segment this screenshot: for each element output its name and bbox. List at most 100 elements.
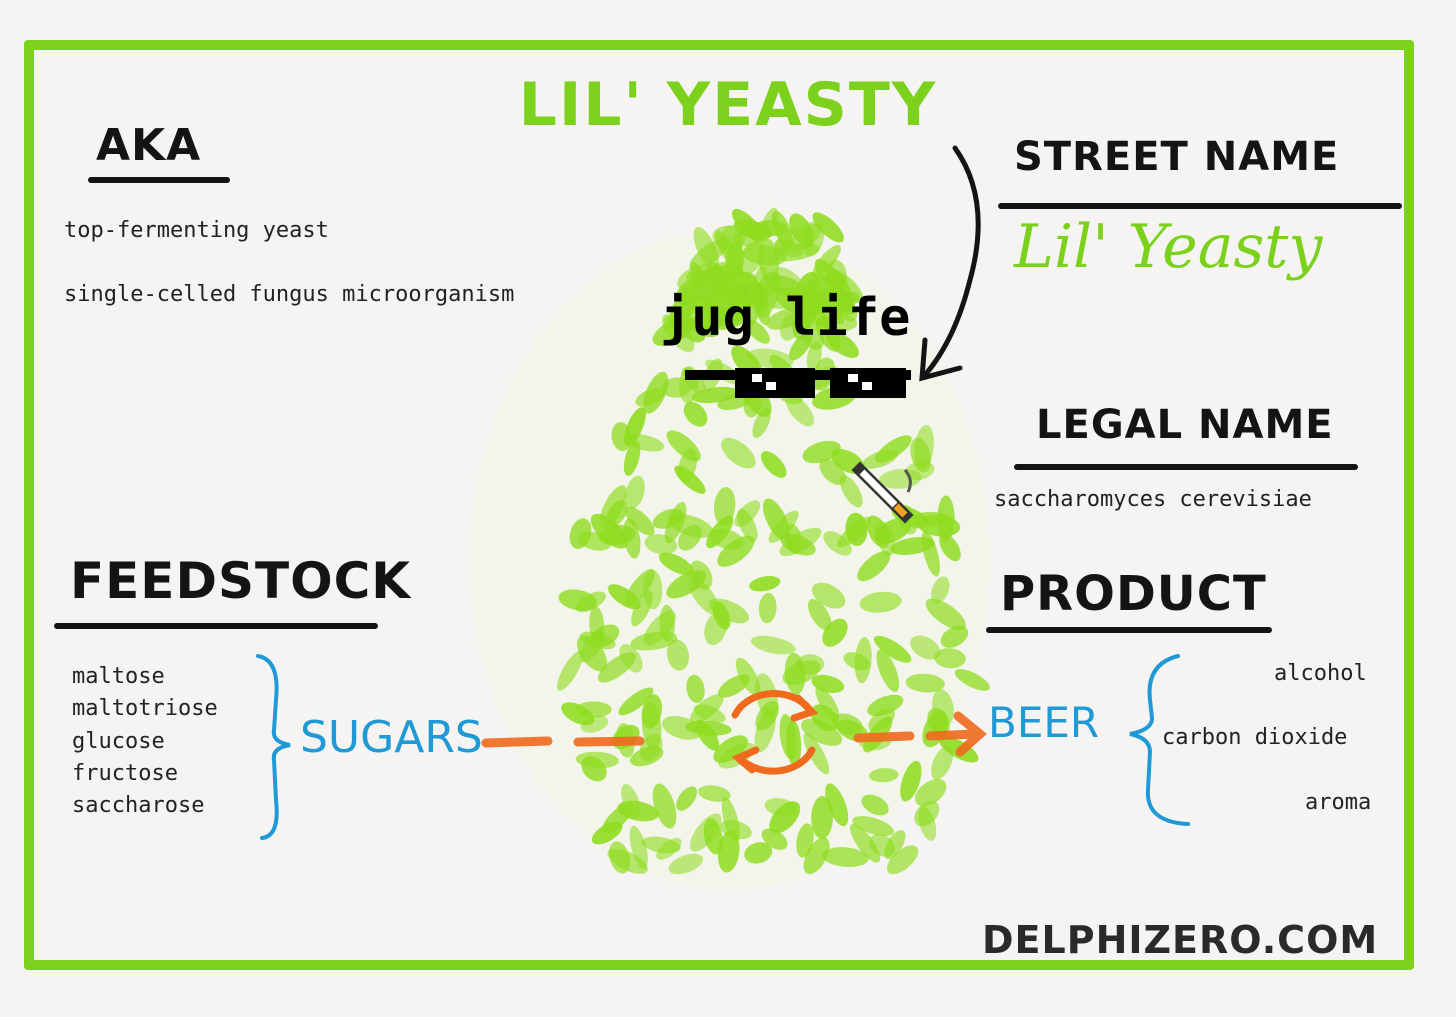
yeast-cell [939,533,961,562]
yeast-cell [689,813,722,852]
yeast-cell [890,536,935,556]
yeast-cell [629,825,648,870]
yeast-cell [931,745,954,780]
yeast-cell [934,648,966,669]
yeast-cell [558,589,597,611]
yeast-cell [749,576,781,592]
yeast-cell [685,720,732,736]
yeast-cell [666,570,706,599]
yeast-cell [803,837,830,875]
yeast-cell [658,552,694,576]
yeast-cell [569,518,592,549]
yeast-cell [954,669,990,691]
aka-item: top-fermenting yeast [64,218,329,243]
yeast-cell [678,448,697,483]
product-brace [1129,654,1190,826]
yeast-cell [769,801,801,834]
aka-item: single-celled fungus microorganism [64,282,515,307]
yeast-cell [801,718,843,747]
card-frame [24,40,1414,970]
yeast-cell [623,440,641,476]
yeast-cell [768,510,799,543]
yeast-cell [557,650,584,691]
product-heading: PRODUCT [1000,566,1267,622]
jug-life-caption: jug life [660,288,911,348]
yeast-cell [590,513,629,549]
yeast-cell [831,713,863,735]
yeast-cell [732,208,764,242]
yeast-cell [825,330,859,358]
yeast-cell [857,550,891,582]
yeast-cell [641,836,681,854]
yeast-cell [900,760,922,802]
product-underline [986,627,1272,633]
yeast-cell [577,635,608,672]
product-item: alcohol [1274,661,1367,686]
product-item: aroma [1305,790,1372,815]
yeast-cell [868,768,899,783]
yeast-cell [914,778,947,807]
yeast-cell [744,842,773,864]
legal-name-underline [1014,464,1358,470]
yeast-cell [631,590,653,627]
yeast-cell [706,291,727,327]
yeast-cell [825,783,849,827]
yeast-cell [709,528,744,550]
yeast-cell [822,847,869,868]
yeast-cell [854,636,872,684]
yeast-cell [931,576,950,604]
yeast-cell [911,511,953,527]
yeast-cell [575,751,619,769]
yeast-cell [873,635,912,663]
yeast-cell [849,823,881,863]
yeast-cell [925,598,966,631]
street-name-underline [998,203,1402,209]
yeast-cell [852,816,895,836]
sugars-to-beer-arrow [481,711,987,757]
legal-name-heading: LEGAL NAME [1036,402,1334,448]
yeast-cell [747,348,794,369]
yeast-cell [719,820,752,840]
yeast-cell [829,288,858,322]
yeast-cell [812,244,841,279]
yeast-cell [866,515,890,548]
yeast-cell [811,674,845,693]
yeast-cell [668,853,704,875]
yeast-cell [713,735,748,763]
yeast-cell [662,314,695,353]
yeast-cell [819,458,846,485]
yeast-cell [737,508,758,542]
yeast-cell [869,833,896,857]
yeast-cell [812,212,844,243]
yeast-cell [623,518,641,559]
sunglasses-icon [685,368,911,398]
sugars-label: SUGARS [300,712,483,763]
yeast-cell [811,582,846,609]
feedstock-item: glucose [72,729,165,754]
yeast-cell [886,845,919,875]
yeast-cell [697,785,731,802]
yeast-cell [690,694,724,724]
yeast-cell [602,803,634,834]
yeast-cell [811,796,834,839]
yeast-cell [780,533,816,556]
yeast-cell [661,377,691,398]
feedstock-underline [54,623,378,629]
yeast-cell [686,674,705,704]
yeast-cell [652,783,677,829]
legal-name-value: saccharomyces cerevisiae [994,487,1312,512]
yeast-cell [803,733,830,775]
yeast-cell [772,243,820,262]
yeast-cell [678,524,702,551]
yeast-cell [876,649,900,692]
yeast-cell [624,407,646,447]
yeast-cell [666,639,690,671]
yeast-cell [823,531,852,556]
site-footer: DELPHIZERO.COM [982,918,1379,962]
yeast-cell [652,508,684,529]
feedstock-item: maltose [72,664,165,689]
yeast-cell [625,506,655,536]
yeast-cell [760,451,787,478]
feedstock-brace [256,654,291,840]
yeast-cell [676,786,698,811]
